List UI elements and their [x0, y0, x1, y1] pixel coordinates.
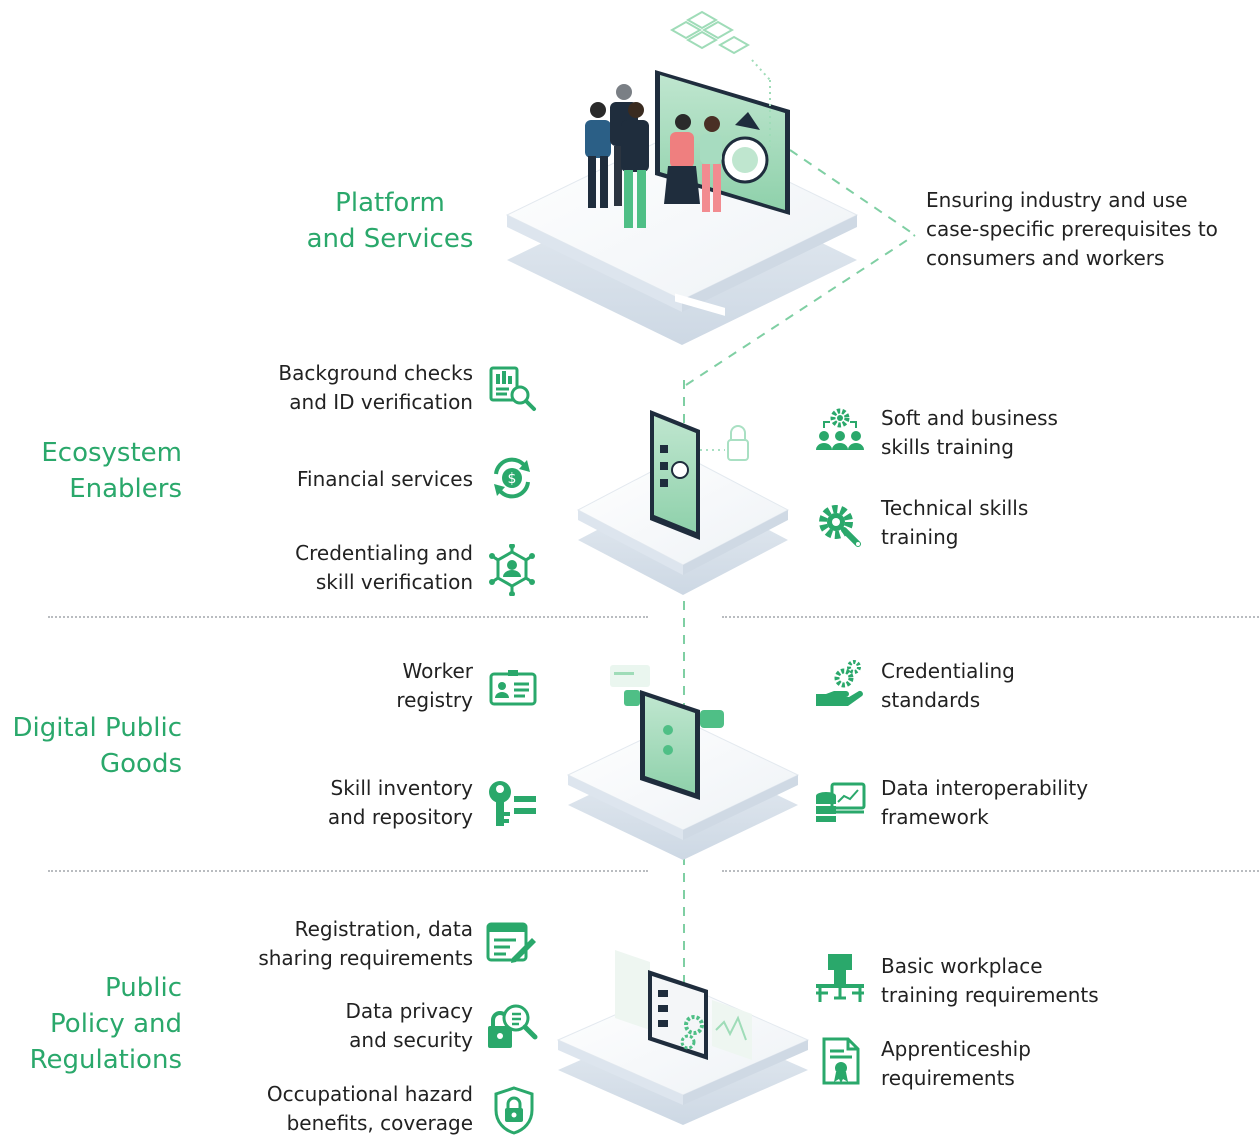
label-line: skills training [881, 435, 1014, 459]
policy-title-line: Public [105, 973, 182, 1003]
label-line: framework [881, 805, 989, 829]
svg-text:$: $ [508, 471, 517, 487]
label-line: Soft and business [881, 406, 1058, 430]
platform-title-line: Platform [335, 188, 445, 218]
tablet-illustration [650, 410, 749, 540]
technical-skills-label: Technical skills training [881, 494, 1181, 552]
data-privacy-label: Data privacy and security [260, 997, 473, 1055]
divider-left-2 [48, 870, 648, 872]
apprenticeship-label: Apprenticeship requirements [881, 1035, 1181, 1093]
basic-workplace-label: Basic workplace training requirements [881, 952, 1181, 1010]
gear-wrench-icon [814, 498, 866, 550]
label-line: and ID verification [289, 390, 473, 414]
label-line: Credentialing [881, 659, 1015, 683]
label-line: registry [396, 688, 473, 712]
label-line: Registration, data [294, 917, 473, 941]
label-line: skill verification [315, 570, 473, 594]
background-checks-label: Background checks and ID verification [230, 359, 473, 417]
badge-network-icon [486, 544, 538, 596]
divider-right-1 [722, 616, 1259, 618]
policy-title-line: Policy and [50, 1009, 182, 1039]
label-line: Credentialing and [295, 541, 473, 565]
occupational-hazard-label: Occupational hazard benefits, coverage [220, 1080, 473, 1138]
ecosystem-title-line: Ecosystem [41, 438, 182, 468]
label-line: benefits, coverage [286, 1111, 473, 1135]
label-line: training [881, 525, 959, 549]
platform-note-line: Ensuring industry and use [926, 188, 1188, 212]
platform-title: Platform and Services [300, 185, 480, 257]
label-line: requirements [881, 1066, 1015, 1090]
lock-search-icon [486, 1000, 538, 1052]
label-line: Financial services [297, 467, 473, 491]
label-line: standards [881, 688, 981, 712]
key-list-icon [486, 778, 538, 830]
divider-right-2 [722, 870, 1259, 872]
label-line: training requirements [881, 983, 1099, 1007]
data-interoperability-label: Data interoperability framework [881, 774, 1201, 832]
label-line: Data privacy [345, 999, 473, 1023]
id-card-icon [487, 662, 539, 714]
certificate-icon [816, 1035, 868, 1087]
label-line: and repository [327, 805, 473, 829]
credentialing-standards-label: Credentialing standards [881, 657, 1181, 715]
credentialing-verification-label: Credentialing and skill verification [230, 539, 473, 597]
label-line: Data interoperability [881, 776, 1089, 800]
label-line: Technical skills [881, 496, 1029, 520]
team-gear-icon [814, 404, 866, 456]
label-line: Apprenticeship [881, 1037, 1031, 1061]
shield-lock-icon [488, 1084, 540, 1136]
database-screen-icon [814, 776, 866, 828]
registration-label: Registration, data sharing requirements [200, 915, 473, 973]
platform-note: Ensuring industry and use case-specific … [926, 186, 1256, 273]
platform-note-line: consumers and workers [926, 246, 1165, 270]
document-search-icon [487, 362, 539, 414]
skill-inventory-label: Skill inventory and repository [260, 774, 473, 832]
workstation-icon [814, 952, 866, 1004]
label-line: Background checks [278, 361, 473, 385]
dollar-cycle-icon: $ [486, 452, 538, 504]
financial-services-label: Financial services [230, 465, 473, 494]
document-illustration [615, 950, 752, 1060]
people-group-illustration [585, 84, 722, 228]
hand-gears-icon [814, 660, 866, 712]
label-line: sharing requirements [258, 946, 473, 970]
digital-title-line: Digital Public [12, 713, 182, 743]
label-line: Basic workplace [881, 954, 1043, 978]
platform-title-line: and Services [306, 224, 474, 254]
label-line: Worker [402, 659, 473, 683]
digital-title-line: Goods [99, 749, 182, 779]
ecosystem-title: Ecosystem Enablers [20, 435, 182, 507]
label-line: Skill inventory [330, 776, 474, 800]
soft-skills-label: Soft and business skills training [881, 404, 1181, 462]
policy-title: Public Policy and Regulations [0, 970, 182, 1078]
platform-note-line: case-specific prerequisites to [926, 217, 1218, 241]
digital-title: Digital Public Goods [0, 710, 182, 782]
form-edit-icon [486, 918, 538, 970]
label-line: and security [349, 1028, 473, 1052]
ecosystem-title-line: Enablers [69, 474, 182, 504]
phone-illustration [610, 665, 724, 800]
label-line: Occupational hazard [266, 1082, 473, 1106]
worker-registry-label: Worker registry [300, 657, 473, 715]
divider-left-1 [48, 616, 648, 618]
policy-title-line: Regulations [29, 1045, 182, 1075]
